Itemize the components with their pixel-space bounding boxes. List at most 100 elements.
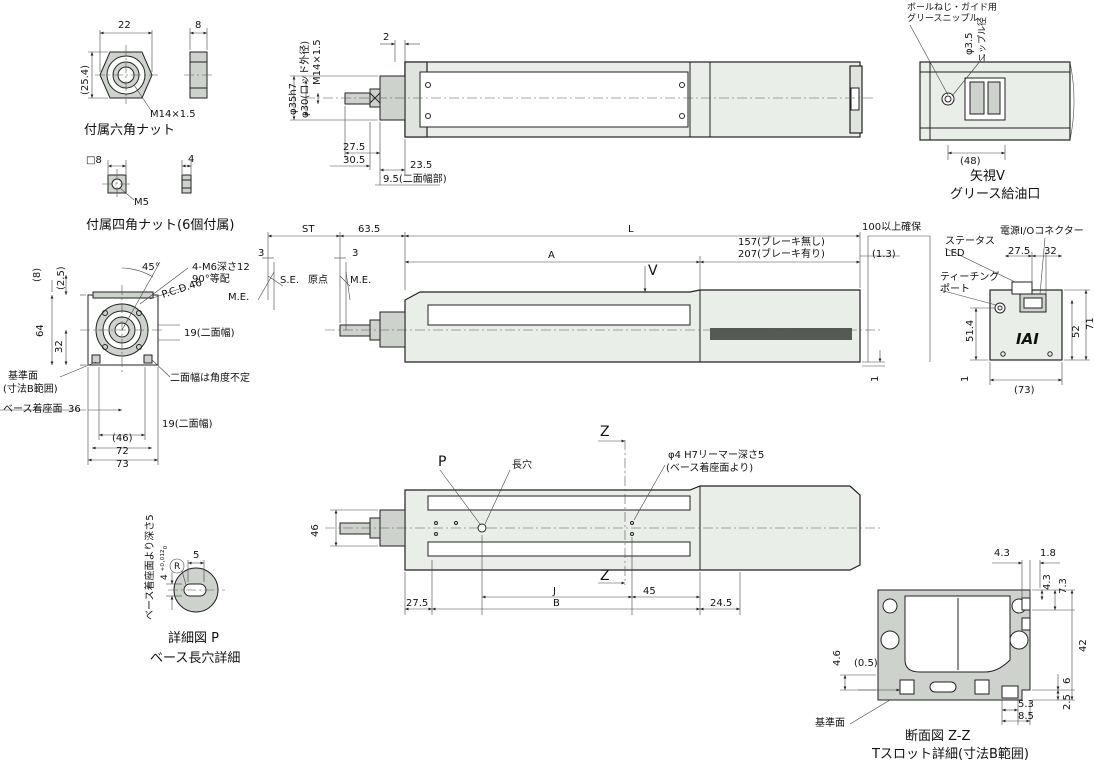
detail-p-tol: 4 ⁺⁰·⁰¹²₀ <box>160 545 170 580</box>
section-z-bottom: Z <box>600 568 610 584</box>
holes-90deg: 90°等配 <box>192 272 230 285</box>
square-nut-caption: 付属四角ナット(6個付属) <box>86 218 234 233</box>
dim-B: B <box>553 598 560 609</box>
dim-rod-thread: M14×1.5 <box>312 39 323 85</box>
dim-45: 45 <box>643 586 656 597</box>
dim-27-5-right: 27.5 <box>1008 246 1030 257</box>
teach-port-2: ポート <box>940 283 970 295</box>
view-v-caption-2: グリース給油口 <box>950 187 1040 202</box>
dim-8: (8) <box>32 268 43 282</box>
dim-27-5-top: 27.5 <box>343 142 365 153</box>
dim-48: (48) <box>960 156 981 167</box>
hex-nut-side-view <box>184 28 214 99</box>
nipple-dia: φ3.5 <box>964 33 975 56</box>
dim-3-me: 3 <box>352 248 358 259</box>
square-nut-size: □8 <box>86 155 102 166</box>
dim-51-4: 51.4 <box>965 320 976 342</box>
section-zz-view <box>840 560 1075 725</box>
dim-dia-35: φ35h7 <box>288 83 299 115</box>
square-nut-thickness: 4 <box>188 154 194 165</box>
pcd-46: P.C.D.46 <box>161 278 204 301</box>
dim-7-3: 7.3 <box>1058 578 1069 594</box>
hex-nut-across-corners: (25.4) <box>80 65 91 95</box>
iai-logo: IAI <box>1016 330 1039 348</box>
dim-9-5: 9.5(二面幅部) <box>383 172 447 185</box>
detail-p-5: 5 <box>193 550 199 561</box>
dim-52: 52 <box>1071 325 1082 338</box>
section-zz-caption: 断面図 Z-Z <box>905 729 971 744</box>
flats-19-a: 19(二面幅) <box>184 326 235 339</box>
top-view <box>290 40 875 186</box>
view-v-detail <box>909 24 1075 160</box>
dim-46-bottom: 46 <box>310 524 321 537</box>
dim-L: L <box>628 224 634 235</box>
hex-nut-caption: 付属六角ナット <box>84 123 175 138</box>
dim-1-3: (1.3) <box>872 249 896 260</box>
dim-64: 64 <box>35 324 46 337</box>
dim-st: ST <box>302 224 315 235</box>
dim-0-5: (0.5) <box>854 658 878 669</box>
detail-p-view <box>166 558 225 613</box>
view-v-caption: 矢視V <box>970 169 1005 184</box>
label-se: S.E. <box>280 275 299 286</box>
status-led-1: ステータス <box>945 235 995 247</box>
label-origin: 原点 <box>308 274 328 286</box>
nipple-dia-label: ニップル径 <box>976 17 988 62</box>
detail-p-caption-2: ベース長穴詳細 <box>150 650 240 666</box>
clearance-note: 100以上確保 <box>862 220 921 233</box>
right-end-view <box>939 237 1090 385</box>
dim-8-5: 8.5 <box>1018 711 1034 722</box>
square-nut-views <box>102 160 192 201</box>
dim-23-5: 23.5 <box>410 160 432 171</box>
dim-6: 6 <box>1062 678 1073 684</box>
section-zz-caption-2: Tスロット詳細(寸法B範囲) <box>871 746 1029 762</box>
grease-label-2: グリースニップル <box>907 12 979 24</box>
dim-24-5: 24.5 <box>710 598 732 609</box>
hex-nut-thread: M14×1.5 <box>150 109 196 120</box>
square-nut-thread: M5 <box>134 197 149 208</box>
label-me-left: M.E. <box>228 292 249 303</box>
dim-63-5: 63.5 <box>358 224 380 235</box>
dim-1-right: 1 <box>960 376 971 382</box>
slot-label: 長穴 <box>512 458 532 471</box>
detail-p-caption: 詳細図 P <box>168 630 219 646</box>
arrow-v-label: V <box>648 263 658 279</box>
dim-36: 36 <box>68 404 81 415</box>
connector-label: 電源I/Oコネクター <box>1000 224 1084 237</box>
bottom-view <box>325 439 880 615</box>
dim-4-3-top: 4.3 <box>994 548 1010 559</box>
hex-nut-thickness: 8 <box>195 20 201 31</box>
section-z-top: Z <box>600 424 610 440</box>
dim-72: 72 <box>116 446 129 457</box>
detail-p-r: R <box>174 562 180 572</box>
dim-1-front: 1 <box>870 376 881 382</box>
dim-3-se: 3 <box>258 248 264 259</box>
dim-4-6: 4.6 <box>832 650 843 666</box>
dim-4-3-side: 4.3 <box>1042 574 1053 590</box>
dim-32: 32 <box>54 340 65 353</box>
dim-5-3: 5.3 <box>1018 699 1034 710</box>
section-ref-face: 基準面 <box>815 716 845 729</box>
reamer-1: φ4 H7リーマー深さ5 <box>668 449 764 461</box>
hex-nut-front-view <box>88 30 158 113</box>
angle-45: 45° <box>142 262 160 273</box>
holes-4-m6: 4-M6深さ12 <box>192 261 250 273</box>
dim-42: 42 <box>1078 639 1089 652</box>
dim-2-5-zz: 2.5 <box>1062 694 1073 710</box>
dim-J: J <box>552 586 556 597</box>
front-view <box>257 232 931 367</box>
brake-none: 157(ブレーキ無し) <box>738 235 825 248</box>
detail-p-depth: ベース着座面より深さ5 <box>143 514 156 620</box>
ref-range: (寸法B範囲) <box>3 382 58 395</box>
dim-A: A <box>548 250 555 261</box>
dim-dia-30: φ30(ロッド外径) <box>298 41 311 118</box>
ref-face: 基準面 <box>8 369 38 382</box>
dim-30-5: 30.5 <box>343 155 365 166</box>
dim-27-5-bottom: 27.5 <box>406 598 428 609</box>
dim-2-5: (2.5) <box>56 266 67 290</box>
hex-nut-width: 22 <box>118 20 131 31</box>
dim-46: (46) <box>112 433 133 444</box>
flats-19-b: 19(二面幅) <box>162 417 213 430</box>
base-face: ベース着座面 <box>3 402 63 415</box>
flats-angle-note: 二面幅は角度不定 <box>170 371 250 384</box>
